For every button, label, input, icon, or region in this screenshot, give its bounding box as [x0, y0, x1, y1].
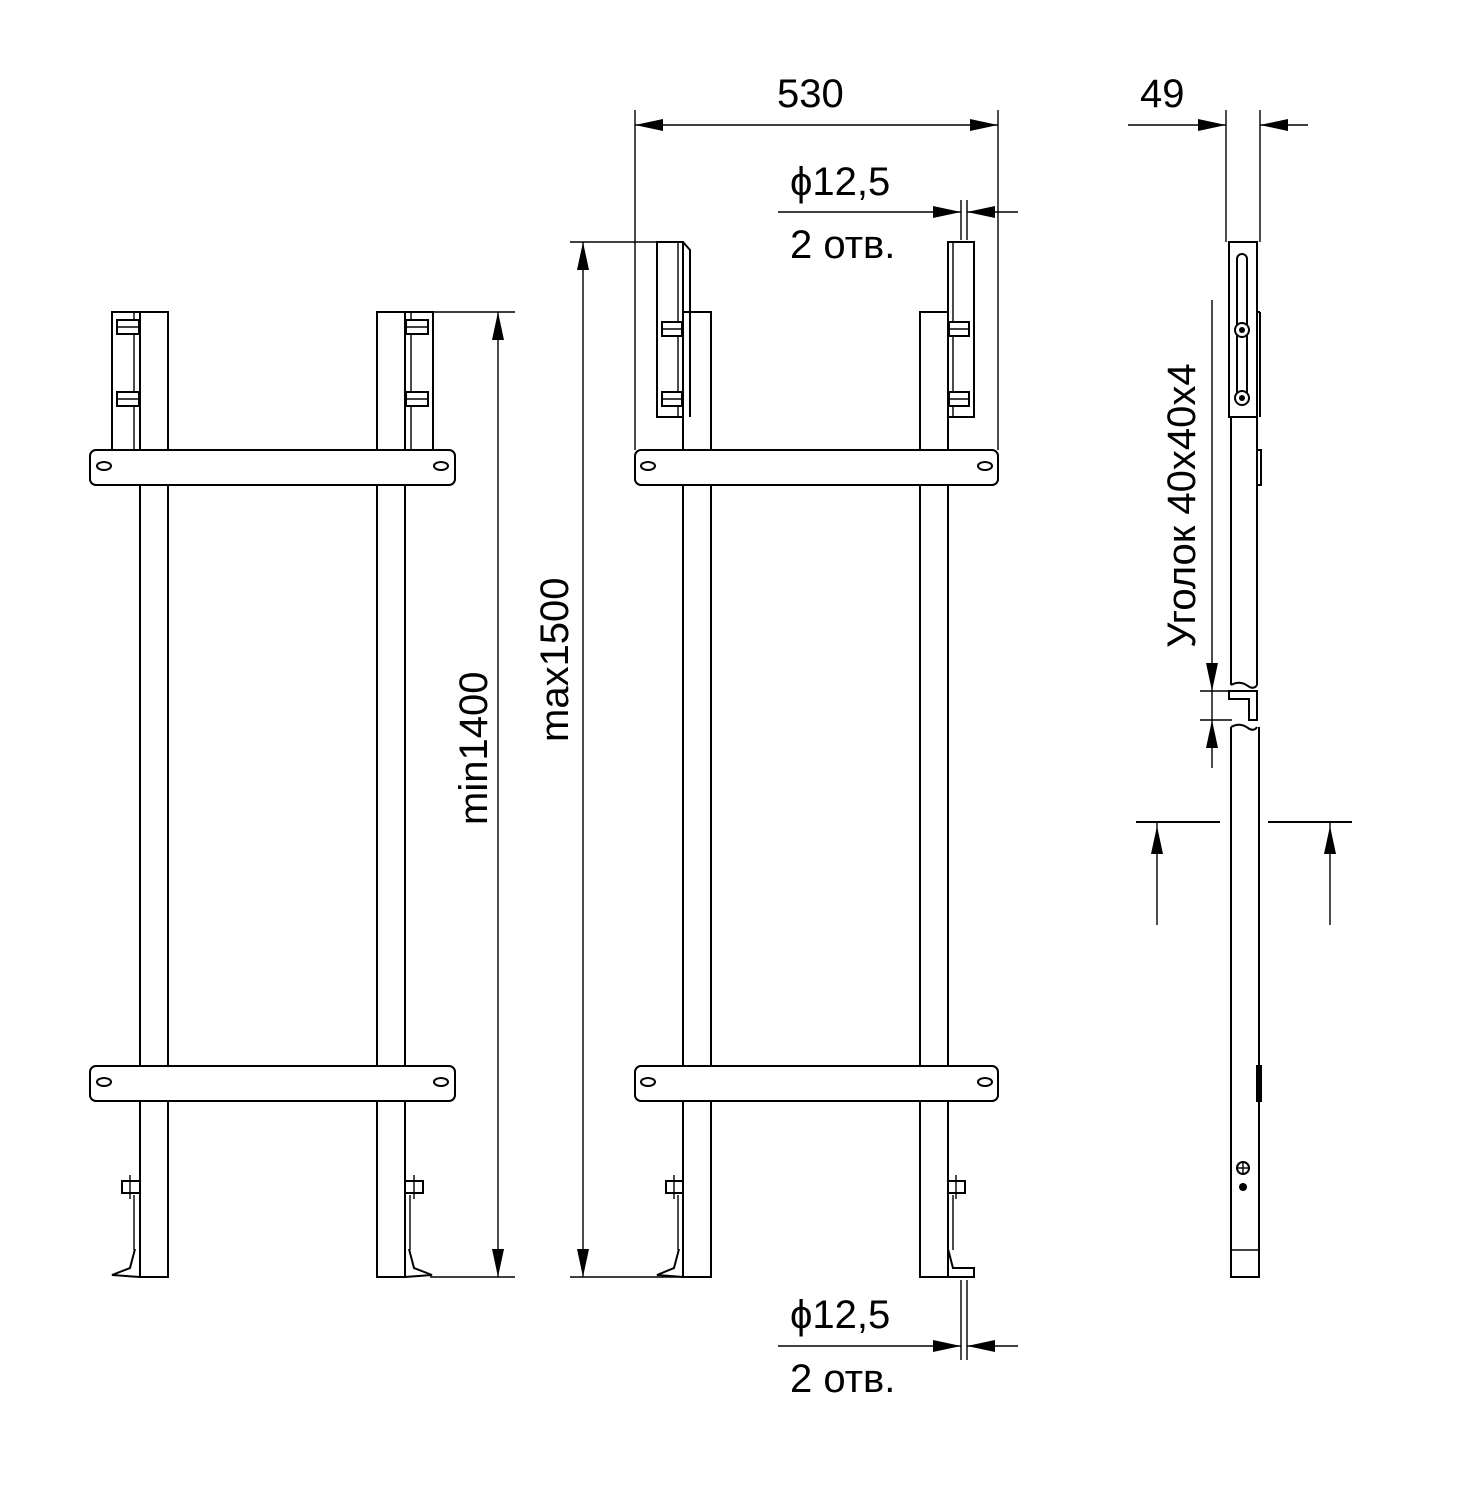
left-post: [682, 311, 712, 1278]
side-view: 49 Уголок 40х40х4: [1128, 72, 1352, 1278]
dimension-max-height: max1500: [533, 577, 577, 742]
bolt-icon: [1236, 1161, 1250, 1175]
bolt-icon: [661, 321, 970, 407]
bottom-crossbar: [89, 1065, 456, 1102]
right-post: [376, 311, 406, 1278]
right-post: [919, 311, 949, 1278]
hole-diameter-bottom: ϕ12,5: [790, 1293, 890, 1337]
top-bracket-side: [1228, 241, 1258, 418]
dimension-min-height: min1400: [452, 672, 496, 825]
bottom-crossbar: [634, 1065, 999, 1102]
right-top-bracket: [947, 241, 975, 418]
bolt-icon: [665, 1175, 966, 1199]
front-view-max: 530 ϕ12,5 2 отв. max1500 ϕ12,5 2 отв.: [533, 72, 1018, 1401]
angle-section: [1228, 690, 1258, 721]
dimension-depth: 49: [1140, 72, 1185, 116]
right-foot: [947, 1248, 975, 1278]
left-foot: [656, 1248, 684, 1278]
left-foot: [111, 1248, 141, 1278]
hole-diameter-top: ϕ12,5: [790, 160, 890, 204]
hole-count-top: 2 отв.: [790, 223, 895, 267]
dimension-width: 530: [777, 72, 844, 116]
angle-profile-label: Уголок 40х40х4: [1160, 363, 1204, 648]
top-crossbar: [89, 449, 456, 486]
left-post: [139, 311, 169, 1278]
top-crossbar: [634, 449, 999, 486]
right-foot: [404, 1248, 433, 1278]
front-view-min: min1400: [89, 311, 515, 1278]
bolt-icon: [116, 319, 429, 407]
bolt-icon: [121, 1175, 424, 1199]
hole-count-bottom: 2 отв.: [790, 1357, 895, 1401]
